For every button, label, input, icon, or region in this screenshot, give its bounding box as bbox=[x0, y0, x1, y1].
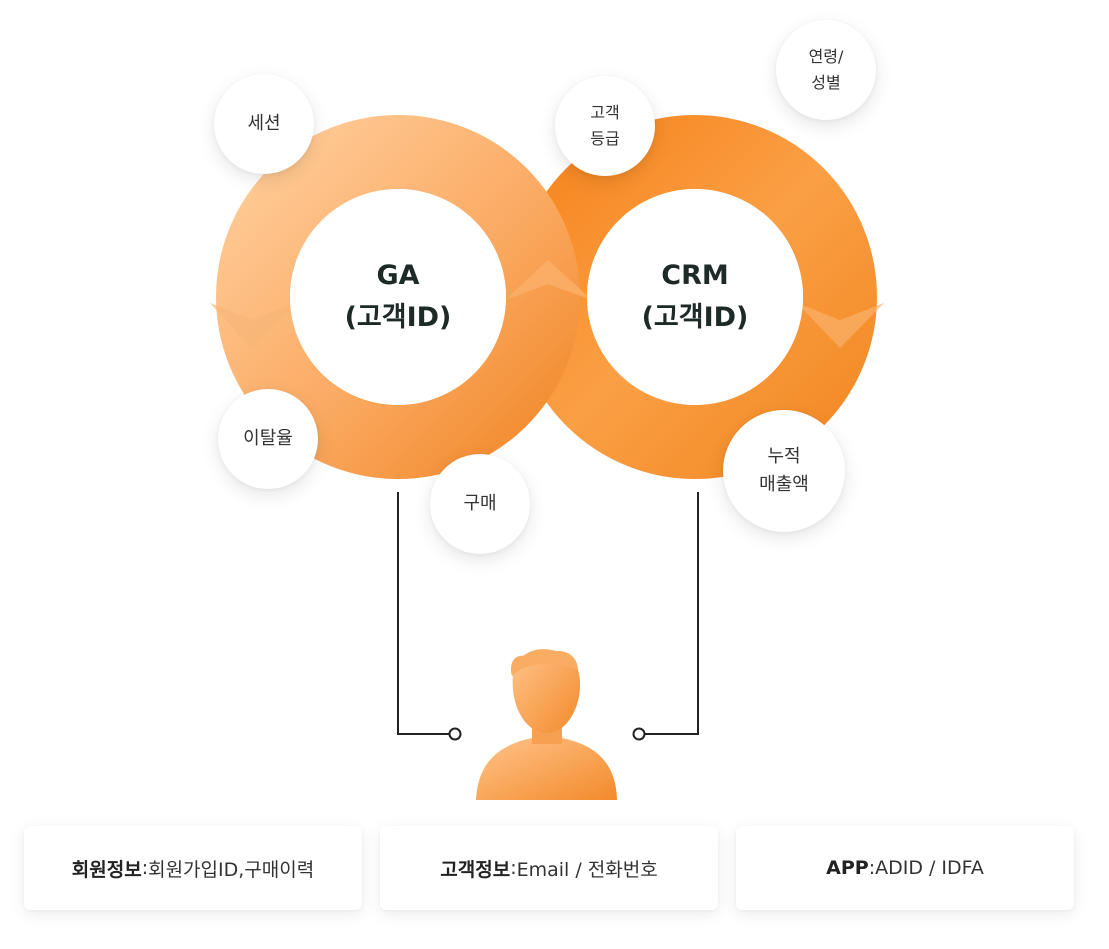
bubble-customer-grade: 고객 등급 bbox=[555, 76, 655, 176]
ga-hub bbox=[290, 189, 506, 405]
ga-chevron-down-icon bbox=[210, 303, 296, 348]
ga-ring bbox=[216, 115, 580, 479]
ga-connector-dot bbox=[448, 727, 462, 741]
crm-hub bbox=[587, 189, 803, 405]
card-title: APP bbox=[826, 857, 869, 879]
ga-connector-line bbox=[397, 492, 449, 735]
card-app: APP : ADID / IDFA bbox=[736, 826, 1074, 910]
person-icon bbox=[476, 649, 617, 800]
ga-hub-label: GA (고객ID) bbox=[344, 260, 452, 333]
crm-chevron-down-icon bbox=[797, 303, 884, 348]
bubble-bounce-rate: 이탈율 bbox=[218, 389, 318, 489]
card-title: 회원정보 bbox=[71, 858, 142, 881]
card-title: 고객정보 bbox=[440, 858, 511, 881]
bubble-session: 세션 bbox=[214, 74, 314, 174]
bubble-purchase: 구매 bbox=[430, 454, 530, 554]
card-text: Email / 전화번호 bbox=[516, 858, 658, 881]
crm-connector-line bbox=[645, 492, 699, 735]
bubble-age-gender: 연령/ 성별 bbox=[776, 20, 876, 120]
bubble-cumulative-sales: 누적 매출액 bbox=[723, 410, 845, 532]
crm-hub-label: CRM (고객ID) bbox=[641, 260, 749, 333]
card-member-info: 회원정보 : 회원가입ID,구매이력 bbox=[24, 826, 362, 910]
card-text: ADID / IDFA bbox=[875, 857, 984, 879]
card-customer-info: 고객정보 : Email / 전화번호 bbox=[380, 826, 718, 910]
card-text: 회원가입ID,구매이력 bbox=[148, 858, 315, 881]
center-chevron-up-icon bbox=[505, 260, 592, 300]
crm-connector-dot bbox=[632, 727, 646, 741]
